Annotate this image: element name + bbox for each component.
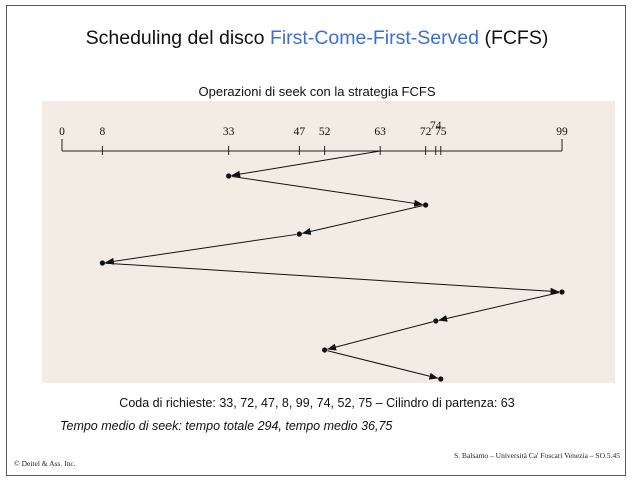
tick-label: 99	[556, 126, 568, 138]
copyright-text: © Deitel & Ass. Inc.	[14, 459, 76, 468]
title-prefix: Scheduling del disco	[85, 27, 270, 49]
request-point	[433, 318, 439, 324]
tick-label: 0	[59, 126, 65, 138]
title-suffix: (FCFS)	[479, 27, 549, 49]
slide-title: Scheduling del disco First-Come-First-Se…	[0, 27, 634, 50]
average-seek-text: Tempo medio di seek: tempo totale 294, t…	[60, 419, 393, 433]
tick-label: 63	[374, 126, 386, 138]
request-point	[559, 289, 565, 295]
seek-arrow	[301, 205, 423, 235]
request-point	[438, 376, 444, 382]
request-queue-text: Coda di richieste: 33, 72, 47, 8, 99, 74…	[119, 396, 515, 410]
request-point	[226, 173, 232, 179]
diagram-background	[42, 101, 615, 383]
seek-arrow	[105, 262, 560, 295]
footer-text: S. Balsamo – Università Ca' Foscari Vene…	[454, 451, 620, 460]
tick-label: 47	[294, 126, 306, 138]
seek-arrow	[327, 321, 433, 351]
tick-label: 75	[435, 126, 447, 138]
seek-path	[99, 150, 565, 382]
diagram-subtitle: Operazioni di seek con la strategia FCFS	[198, 84, 436, 99]
seek-arrow	[438, 292, 560, 322]
request-point	[99, 260, 106, 266]
tick-label: 72	[420, 126, 432, 138]
request-point	[322, 347, 328, 353]
seek-arrow	[104, 233, 297, 265]
seek-arrow	[327, 350, 439, 380]
request-point	[423, 202, 429, 208]
seek-arrow	[231, 150, 381, 178]
request-point	[296, 231, 302, 237]
seek-arrow	[231, 175, 424, 207]
tick-label: 8	[100, 126, 106, 138]
tick-label: 74	[430, 120, 442, 132]
tick-label: 33	[223, 126, 235, 138]
title-highlight: First-Come-First-Served	[269, 27, 480, 49]
tick-label: 52	[319, 126, 331, 138]
